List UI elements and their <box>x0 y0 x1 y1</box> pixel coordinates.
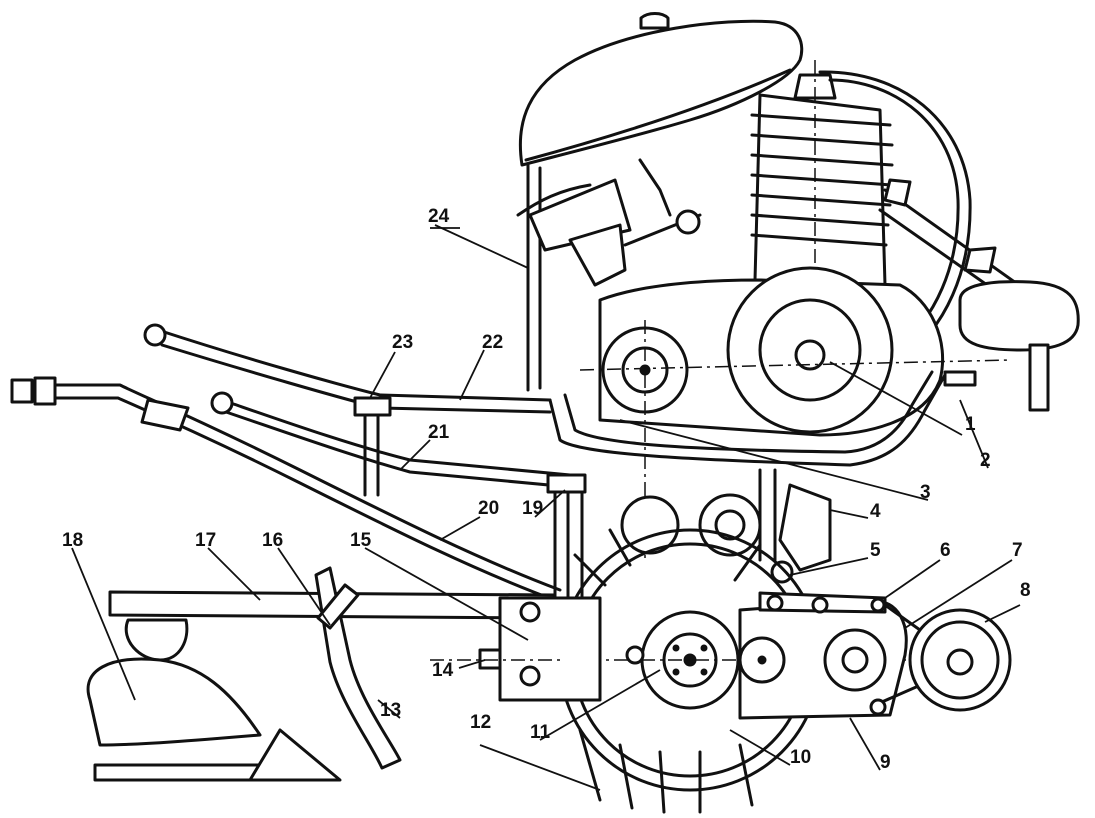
engine-frame <box>548 370 977 467</box>
label-21: 21 <box>428 422 450 443</box>
support-wheel <box>869 603 1012 716</box>
bracket <box>758 591 887 614</box>
label-23: 23 <box>392 332 413 353</box>
gearbox <box>625 598 908 720</box>
mouldboard-plough <box>86 618 342 782</box>
crankcase <box>579 266 1011 560</box>
label-11: 11 <box>530 722 551 743</box>
label-14: 14 <box>432 660 454 681</box>
muffler <box>878 178 1080 412</box>
label-12: 12 <box>470 712 491 733</box>
label-5: 5 <box>870 540 881 561</box>
label-18: 18 <box>62 530 83 551</box>
label-10: 10 <box>790 747 811 768</box>
label-16: 16 <box>262 530 283 551</box>
label-17: 17 <box>195 530 216 551</box>
handlebars <box>10 323 572 604</box>
label-2: 2 <box>980 450 991 471</box>
label-8: 8 <box>1020 580 1031 601</box>
label-24: 24 <box>428 206 450 227</box>
label-20: 20 <box>478 498 499 519</box>
label-3: 3 <box>920 482 931 503</box>
label-9: 9 <box>880 752 891 773</box>
label-4: 4 <box>870 501 881 522</box>
label-15: 15 <box>350 530 372 551</box>
label-13: 13 <box>380 700 401 721</box>
label-22: 22 <box>482 332 503 353</box>
label-19: 19 <box>522 498 543 519</box>
label-6: 6 <box>940 540 951 561</box>
belt-drive <box>620 483 832 584</box>
ripper-tine <box>314 566 402 770</box>
carburetor <box>528 158 702 287</box>
label-1: 1 <box>965 414 976 435</box>
tank-stand <box>516 163 592 392</box>
leader-lines <box>71 224 1021 791</box>
part-labels: 1 2 3 4 5 6 7 8 9 10 11 12 13 14 15 16 1… <box>62 206 1031 773</box>
plough-frame <box>108 590 602 702</box>
fuel-tank <box>518 12 804 167</box>
label-7: 7 <box>1012 540 1023 561</box>
